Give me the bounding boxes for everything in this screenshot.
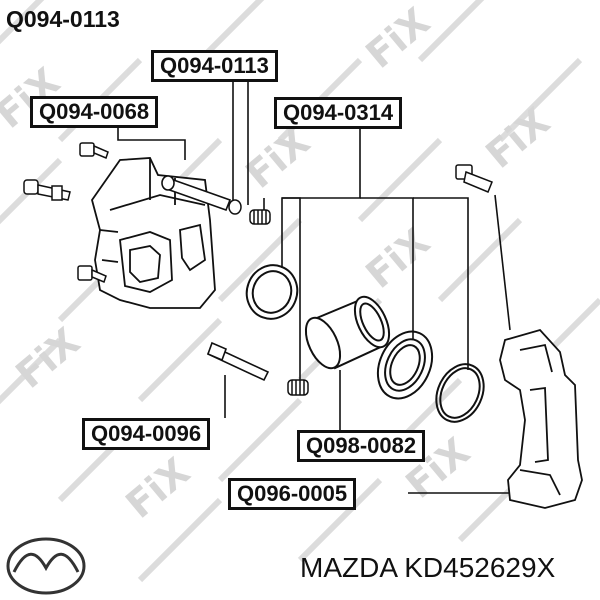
mazda-logo-icon bbox=[6, 537, 86, 595]
caliper-body bbox=[91, 157, 216, 309]
bleeder-screw-icon bbox=[23, 179, 71, 201]
guide-pin-upper bbox=[161, 175, 232, 212]
label-bolt: Q094-0068 bbox=[30, 96, 159, 128]
caliper-bracket bbox=[499, 328, 583, 509]
label-piston: Q098-0082 bbox=[297, 430, 426, 462]
pin-boot bbox=[228, 199, 271, 225]
pin-boot-lower bbox=[287, 379, 309, 396]
label-seal-kit: Q094-0314 bbox=[274, 97, 403, 129]
svg-text:FiX: FiX bbox=[118, 449, 199, 527]
label-guide-pin-lower: Q094-0096 bbox=[82, 418, 211, 450]
bolt-icon bbox=[79, 142, 109, 160]
bracket-bolt-icon bbox=[455, 164, 493, 193]
footer-part-number: KD452629X bbox=[404, 552, 556, 583]
footer-part-info: MAZDA KD452629X bbox=[300, 552, 555, 584]
footer-make: MAZDA bbox=[300, 552, 397, 583]
svg-text:FiX: FiX bbox=[238, 119, 319, 197]
svg-text:FiX: FiX bbox=[358, 0, 439, 77]
o-ring bbox=[435, 363, 485, 423]
piston bbox=[304, 295, 391, 370]
seal-ring bbox=[245, 264, 299, 320]
svg-text:FiX: FiX bbox=[478, 99, 559, 177]
svg-text:FiX: FiX bbox=[358, 219, 439, 297]
bolt-icon bbox=[77, 265, 107, 284]
dust-boot bbox=[376, 330, 434, 400]
leader-lines bbox=[117, 78, 520, 494]
svg-text:FiX: FiX bbox=[8, 319, 89, 397]
page-title: Q094-0113 bbox=[6, 6, 120, 32]
guide-pin-lower bbox=[206, 341, 270, 382]
label-bracket: Q096-0005 bbox=[228, 478, 357, 510]
label-guide-pin-boot: Q094-0113 bbox=[151, 50, 278, 82]
